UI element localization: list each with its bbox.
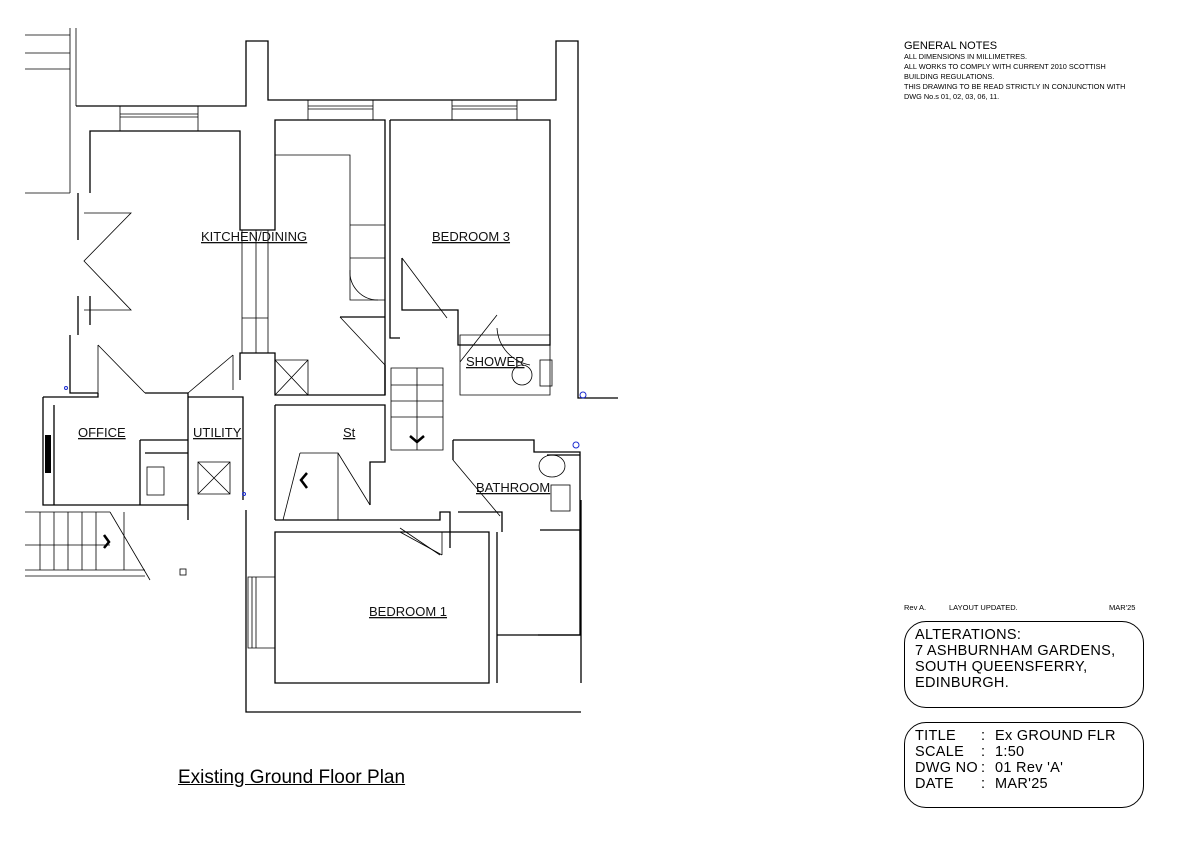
general-notes: GENERAL NOTES ALL DIMENSIONS IN MILLIMET… — [904, 40, 1125, 102]
scale-key: SCALE — [915, 744, 965, 760]
notes-line: ALL DIMENSIONS IN MILLIMETRES. — [904, 52, 1027, 61]
revision-date: MAR'25 — [1109, 603, 1136, 612]
date-value: MAR'25 — [995, 776, 1048, 792]
notes-line: BUILDING REGULATIONS. — [904, 72, 995, 81]
room-label-bathroom: BATHROOM — [476, 480, 550, 495]
title-key: TITLE — [915, 728, 956, 744]
walls — [25, 28, 618, 713]
project-address-box: ALTERATIONS: 7 ASHBURNHAM GARDENS, SOUTH… — [904, 621, 1144, 708]
dwg-no-row: DWG NO:01 Rev 'A' — [915, 760, 1064, 776]
project-line: 7 ASHBURNHAM GARDENS, — [915, 643, 1116, 659]
room-label-bedroom-1: BEDROOM 1 — [369, 604, 447, 619]
dwg-no-value: 01 Rev 'A' — [995, 760, 1064, 776]
room-label-bedroom-3: BEDROOM 3 — [432, 229, 510, 244]
title-block: TITLE:Ex GROUND FLR SCALE:1:50 DWG NO:01… — [904, 722, 1144, 808]
room-label-utility: UTILITY — [193, 425, 242, 440]
notes-line: THIS DRAWING TO BE READ STRICTLY IN CONJ… — [904, 82, 1126, 91]
room-label-office: OFFICE — [78, 425, 126, 440]
project-line: ALTERATIONS: — [915, 627, 1022, 643]
revision-description: LAYOUT UPDATED. — [949, 603, 1018, 612]
scale-row: SCALE:1:50 — [915, 744, 1025, 760]
project-line: SOUTH QUEENSFERRY, — [915, 659, 1088, 675]
notes-heading: GENERAL NOTES — [904, 40, 998, 52]
room-label-kitchen-dining: KITCHEN/DINING — [201, 229, 307, 244]
notes-line: ALL WORKS TO COMPLY WITH CURRENT 2010 SC… — [904, 62, 1106, 71]
revision-id: Rev A. — [904, 603, 927, 612]
room-label-shower: SHOWER — [466, 354, 525, 369]
dwg-no-key: DWG NO — [915, 760, 979, 776]
drawing-title: Existing Ground Floor Plan — [178, 767, 406, 788]
notes-line: DWG No.s 01, 02, 03, 06, 11. — [904, 92, 1000, 101]
title-value: Ex GROUND FLR — [995, 728, 1116, 744]
scale-value: 1:50 — [995, 744, 1025, 760]
title-row: TITLE:Ex GROUND FLR — [915, 728, 1116, 744]
date-key: DATE — [915, 776, 954, 792]
room-label-store: St — [343, 425, 356, 440]
date-row: DATE:MAR'25 — [915, 776, 1048, 792]
project-line: EDINBURGH. — [915, 675, 1010, 691]
